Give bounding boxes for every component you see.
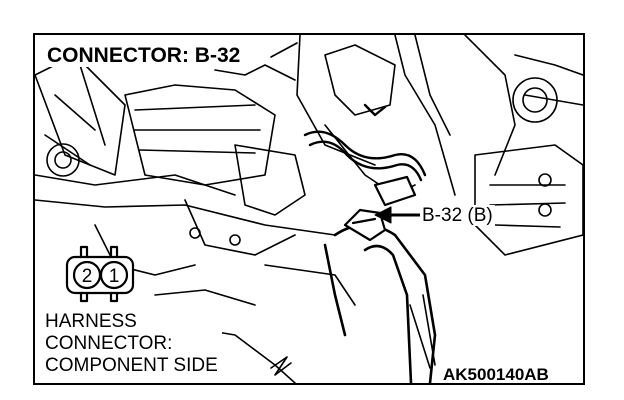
sensor-component [343,175,417,242]
figure-code: AK500140AB [441,365,551,384]
engine-line-art: 2 1 [35,35,583,383]
caption-line-3: COMPONENT SIDE [45,355,218,376]
wire-harness [303,103,427,182]
caption-line-1: HARNESS [45,311,137,332]
diagram-frame: 2 1 CONNECTOR: B-32 B-32 (B) HARNESS CON… [33,33,585,385]
connector-title: CONNECTOR: B-32 [45,44,243,67]
caption-line-2: CONNECTOR: [45,333,173,354]
connector-outline [65,245,135,303]
connector-view-caption: HARNESS CONNECTOR: COMPONENT SIDE [43,311,222,379]
callout-arrow [374,206,423,224]
connector-pins: 2 1 [82,266,120,287]
pin-1-label: 1 [109,266,120,287]
component-callout-label: B-32 (B) [420,205,495,226]
foreground-hose [323,223,437,383]
leader-lines [270,42,436,376]
pin-2-label: 2 [82,266,93,287]
